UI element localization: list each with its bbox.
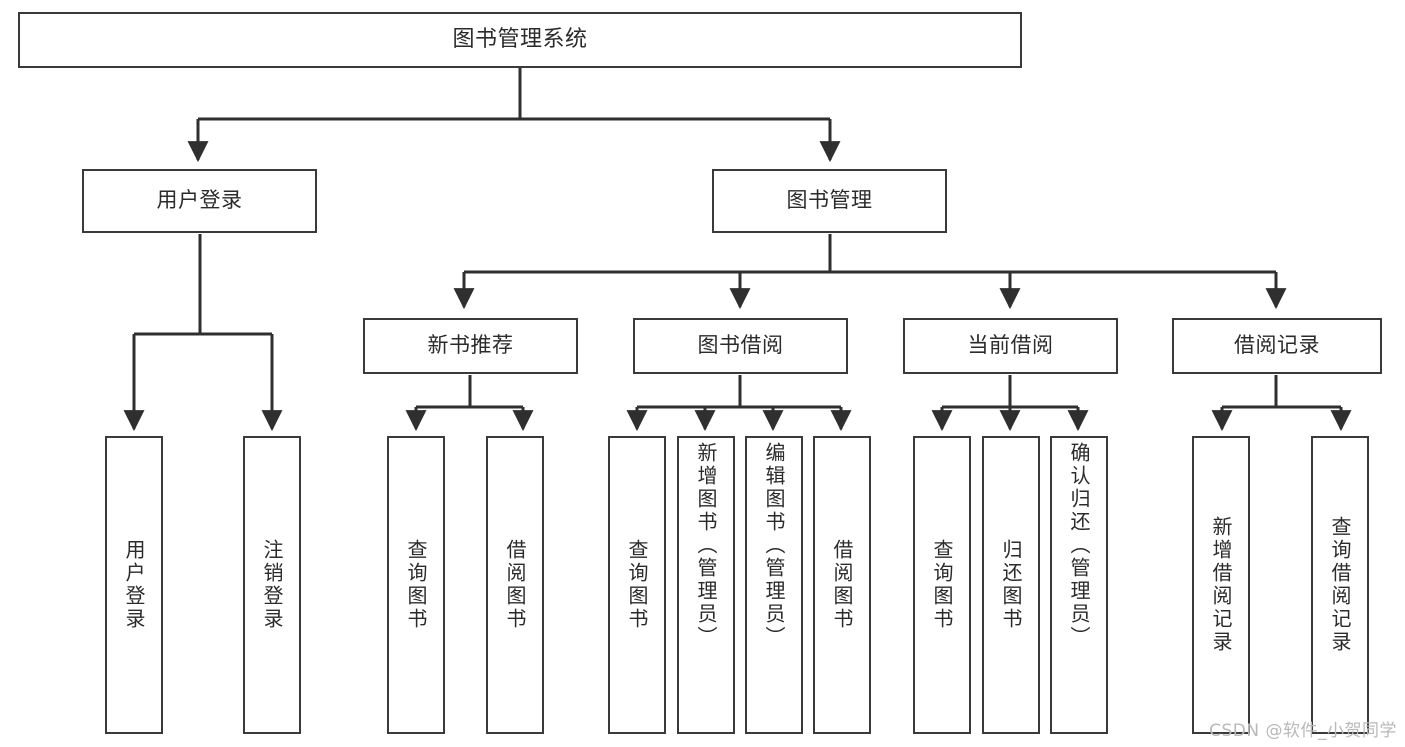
leaf-current-borrow-query[interactable]: 查询图书: [913, 436, 971, 734]
leaf-label: 确认归还（管理员）: [1067, 442, 1091, 649]
leaf-label: 查询图书: [930, 539, 954, 631]
leaf-label: 新增借阅记录: [1209, 516, 1233, 654]
leaf-label: 借阅图书: [830, 539, 854, 631]
leaf-user-login-signout[interactable]: 注销登录: [243, 436, 301, 734]
leaf-label: 查询图书: [404, 539, 428, 631]
node-book-borrow[interactable]: 图书借阅: [633, 318, 848, 374]
leaf-new-book-borrow[interactable]: 借阅图书: [486, 436, 544, 734]
node-new-book-recommend[interactable]: 新书推荐: [363, 318, 578, 374]
leaf-user-login-signin[interactable]: 用户登录: [105, 436, 163, 734]
leaf-book-borrow-lend[interactable]: 借阅图书: [813, 436, 871, 734]
leaf-current-borrow-confirm-return[interactable]: 确认归还（管理员）: [1050, 436, 1108, 734]
leaf-label: 注销登录: [260, 539, 284, 631]
leaf-label: 查询借阅记录: [1328, 516, 1352, 654]
leaf-label: 归还图书: [999, 539, 1023, 631]
node-user-login[interactable]: 用户登录: [82, 169, 317, 233]
leaf-label: 用户登录: [122, 539, 146, 631]
leaf-label: 查询图书: [625, 539, 649, 631]
node-current-borrow[interactable]: 当前借阅: [903, 318, 1118, 374]
leaf-book-borrow-edit[interactable]: 编辑图书（管理员）: [745, 436, 803, 734]
leaf-label: 新增图书（管理员）: [694, 442, 718, 649]
leaf-current-borrow-return[interactable]: 归还图书: [982, 436, 1040, 734]
leaf-book-borrow-add[interactable]: 新增图书（管理员）: [677, 436, 735, 734]
leaf-borrow-record-add[interactable]: 新增借阅记录: [1192, 436, 1250, 734]
node-borrow-record[interactable]: 借阅记录: [1172, 318, 1382, 374]
leaf-label: 借阅图书: [503, 539, 527, 631]
csdn-watermark: CSDN @软件_小贺同学: [1209, 721, 1397, 741]
leaf-book-borrow-query[interactable]: 查询图书: [608, 436, 666, 734]
leaf-borrow-record-query[interactable]: 查询借阅记录: [1311, 436, 1369, 734]
leaf-label: 编辑图书（管理员）: [762, 442, 786, 649]
leaf-new-book-query[interactable]: 查询图书: [387, 436, 445, 734]
node-book-management[interactable]: 图书管理: [712, 169, 947, 233]
node-root-book-management-system[interactable]: 图书管理系统: [18, 12, 1022, 68]
